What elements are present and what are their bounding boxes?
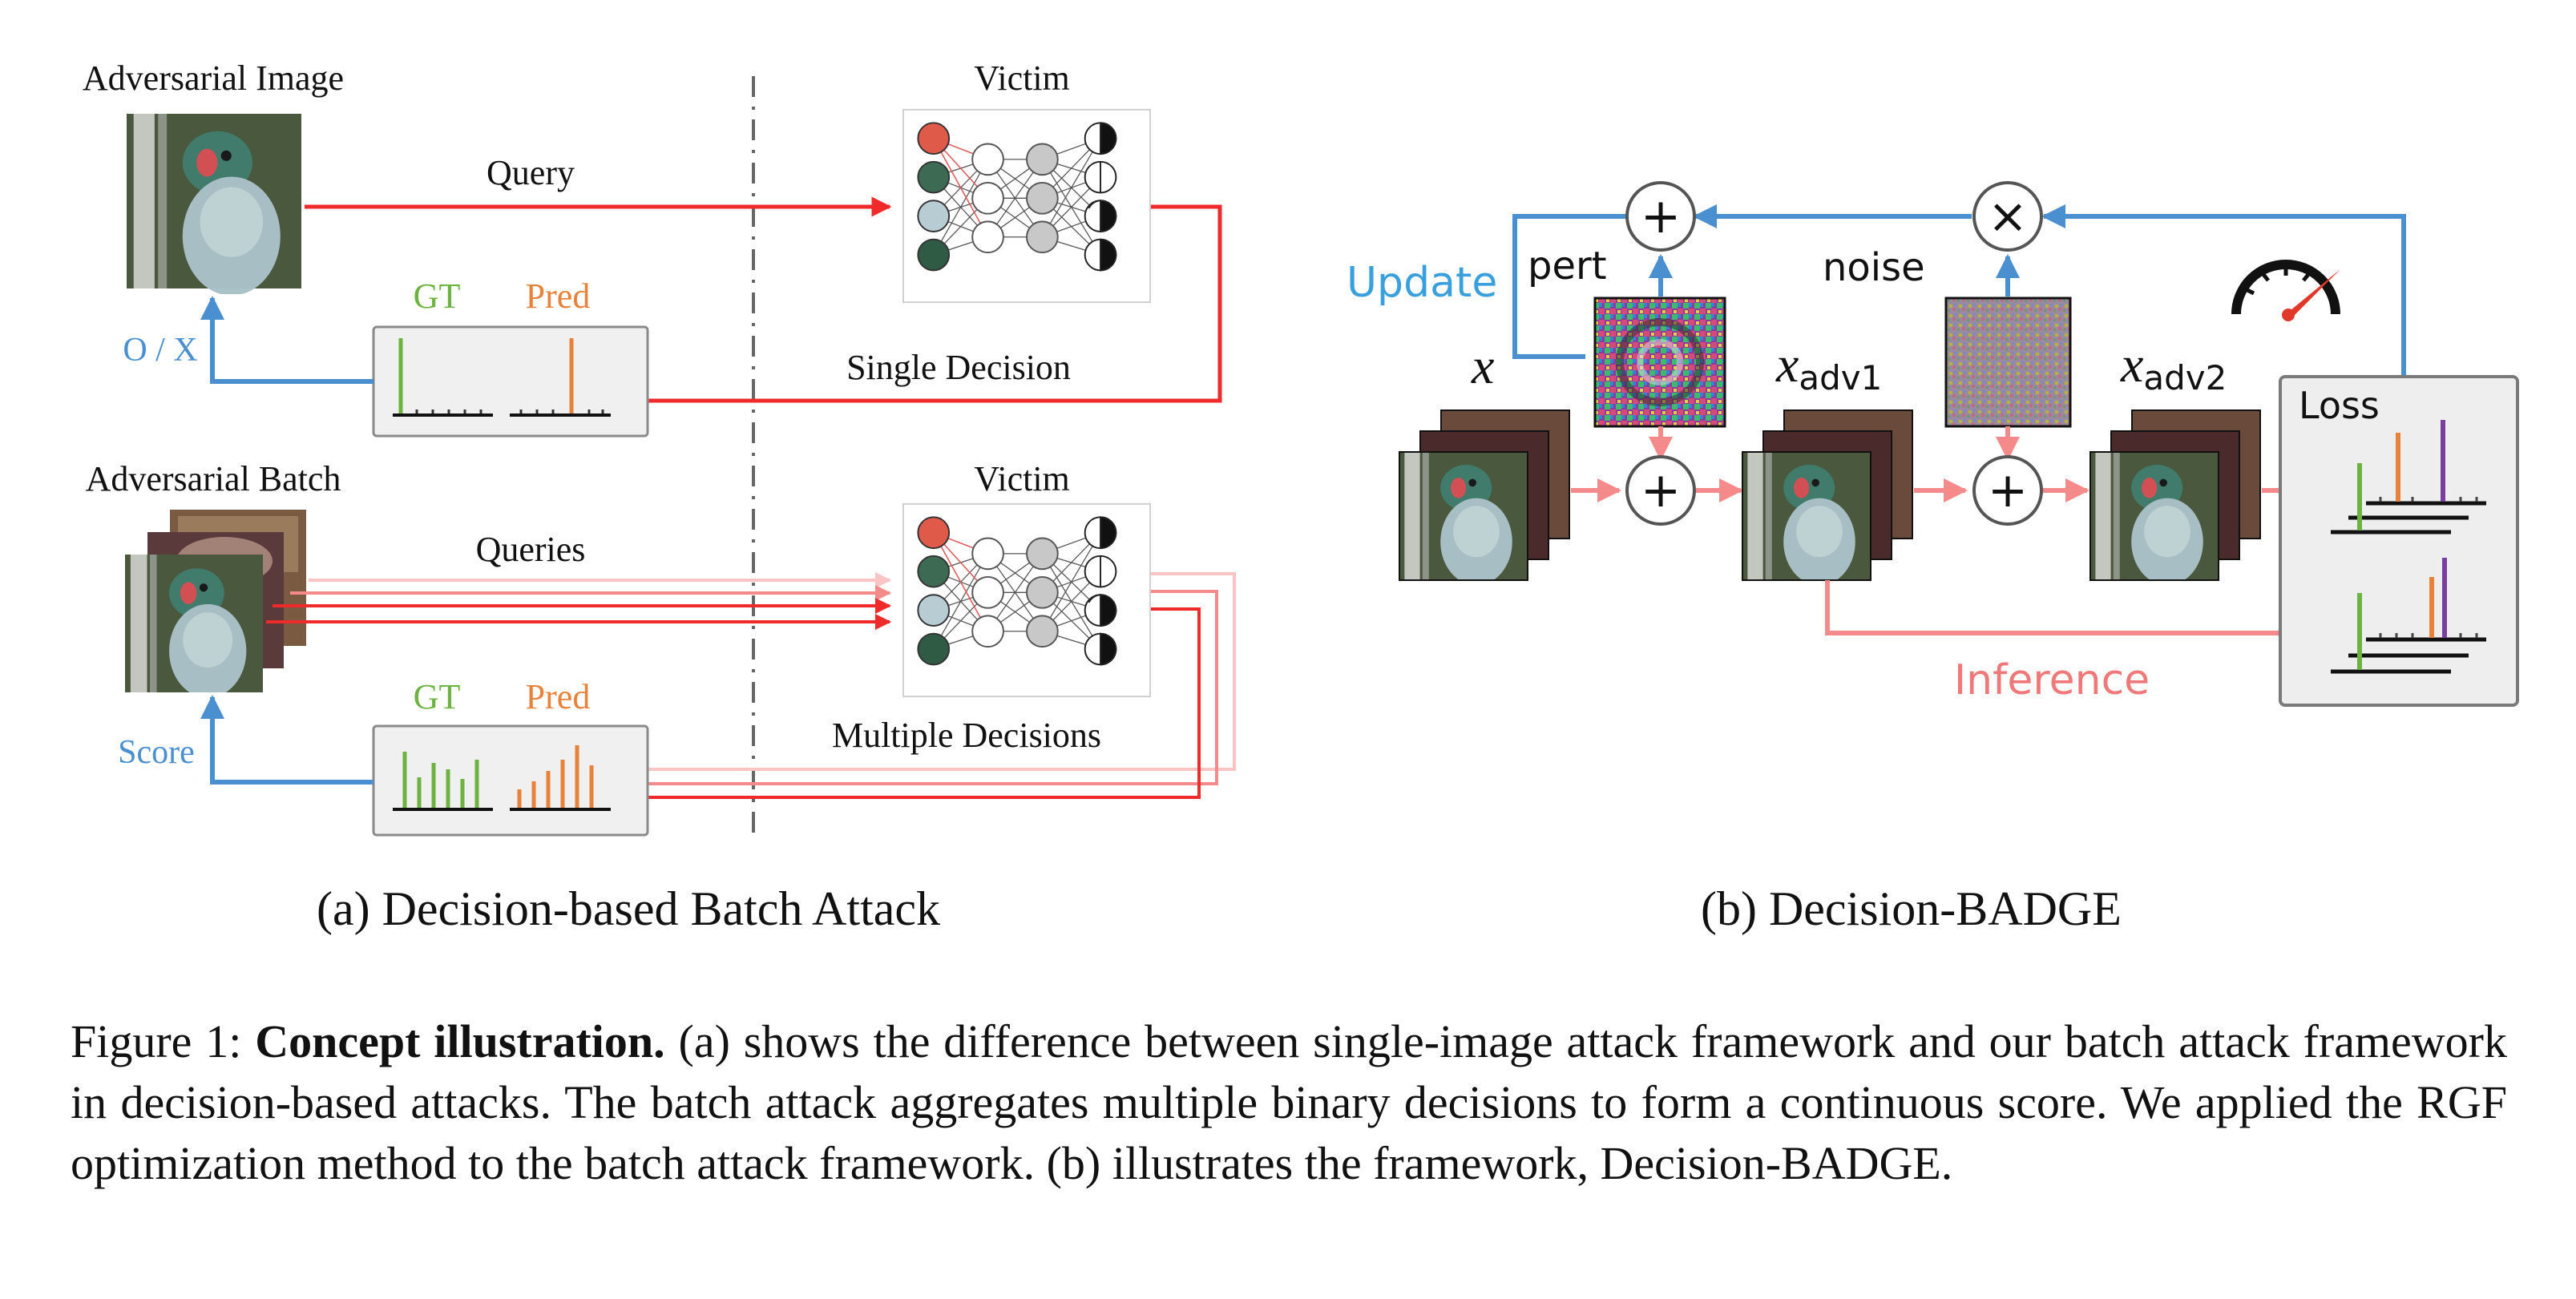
caption-title: Concept illustration.: [255, 1015, 665, 1067]
figure-caption: Figure 1: Concept illustration. (a) show…: [71, 1011, 2507, 1194]
pert-label: pert: [1528, 244, 1607, 288]
victim-network-bottom: [902, 502, 1151, 698]
plus-symbol-bottom-left: +: [1641, 462, 1681, 518]
multiple-decisions-label: Multiple Decisions: [832, 716, 1101, 755]
multiple-decisions-arrows: [620, 572, 1236, 805]
times-symbol: ×: [1988, 188, 2028, 244]
x-adv1-label: xadv1: [1775, 336, 1882, 397]
times-circle: [1972, 181, 2043, 252]
adversarial-image-label: Adversarial Image: [83, 58, 344, 98]
victim-label-top: Victim: [974, 58, 1070, 98]
noise-image: [1944, 297, 2072, 428]
loss-label: Loss: [2299, 384, 2380, 427]
x-label: x: [1471, 337, 1494, 394]
score-feedback-arrow: [200, 695, 373, 785]
ox-label: O / X: [123, 332, 197, 369]
pred-label-bottom: Pred: [526, 677, 591, 716]
panel-b: Update + × pert noise x: [1347, 181, 2519, 707]
pert-image: [1593, 297, 1726, 428]
update-arrow-top: [2041, 204, 2406, 377]
caption-prefix: Figure 1:: [71, 1015, 256, 1067]
gt-label-top: GT: [414, 276, 461, 316]
loss-box: [2279, 375, 2519, 707]
queries-arrows: [266, 572, 891, 630]
ox-feedback-arrow: [200, 296, 373, 384]
subcaption-b: (b) Decision-BADGE: [1701, 882, 2122, 935]
pred-label-top: Pred: [526, 276, 591, 316]
plus-circle-top: [1625, 181, 1696, 252]
gt-label-bottom: GT: [414, 677, 461, 716]
adversarial-batch-label: Adversarial Batch: [86, 459, 341, 498]
panel-a: Adversarial Image Victim Query Single De…: [83, 58, 1236, 837]
single-decision-arrow: [619, 204, 1222, 411]
victim-network-top: [902, 108, 1151, 304]
subcaption-a: (a) Decision-based Batch Attack: [317, 882, 941, 935]
update-arrow-left: [1512, 214, 1627, 359]
inference-arrow: [1825, 580, 2311, 645]
victim-label-bottom: Victim: [974, 459, 1070, 498]
adversarial-image: [127, 114, 301, 294]
single-decision-label: Single Decision: [846, 348, 1071, 387]
x-adv1-image-stack: [1742, 409, 1913, 581]
query-label: Query: [487, 153, 575, 192]
plus-symbol-bottom-right: +: [1988, 462, 2028, 518]
noise-label: noise: [1823, 245, 1925, 290]
update-label: Update: [1347, 259, 1497, 307]
inference-label: Inference: [1954, 656, 2150, 704]
plus-circle-bottom-left: [1625, 455, 1696, 526]
decision-box-bottom: [372, 724, 649, 837]
adversarial-batch-images: [125, 510, 306, 692]
plus-circle-bottom-right: [1972, 455, 2043, 526]
x-image-stack: [1399, 409, 1570, 581]
queries-label: Queries: [476, 530, 586, 569]
caption-body: (a) shows the difference between single-…: [71, 1015, 2507, 1189]
x-adv2-label: xadv2: [2120, 336, 2227, 397]
x-adv2-image-stack: [2089, 409, 2261, 581]
speedometer-icon: [2231, 260, 2340, 321]
plus-symbol-top: +: [1641, 188, 1681, 244]
score-label: Score: [118, 734, 195, 771]
decision-box-top: [372, 325, 649, 438]
